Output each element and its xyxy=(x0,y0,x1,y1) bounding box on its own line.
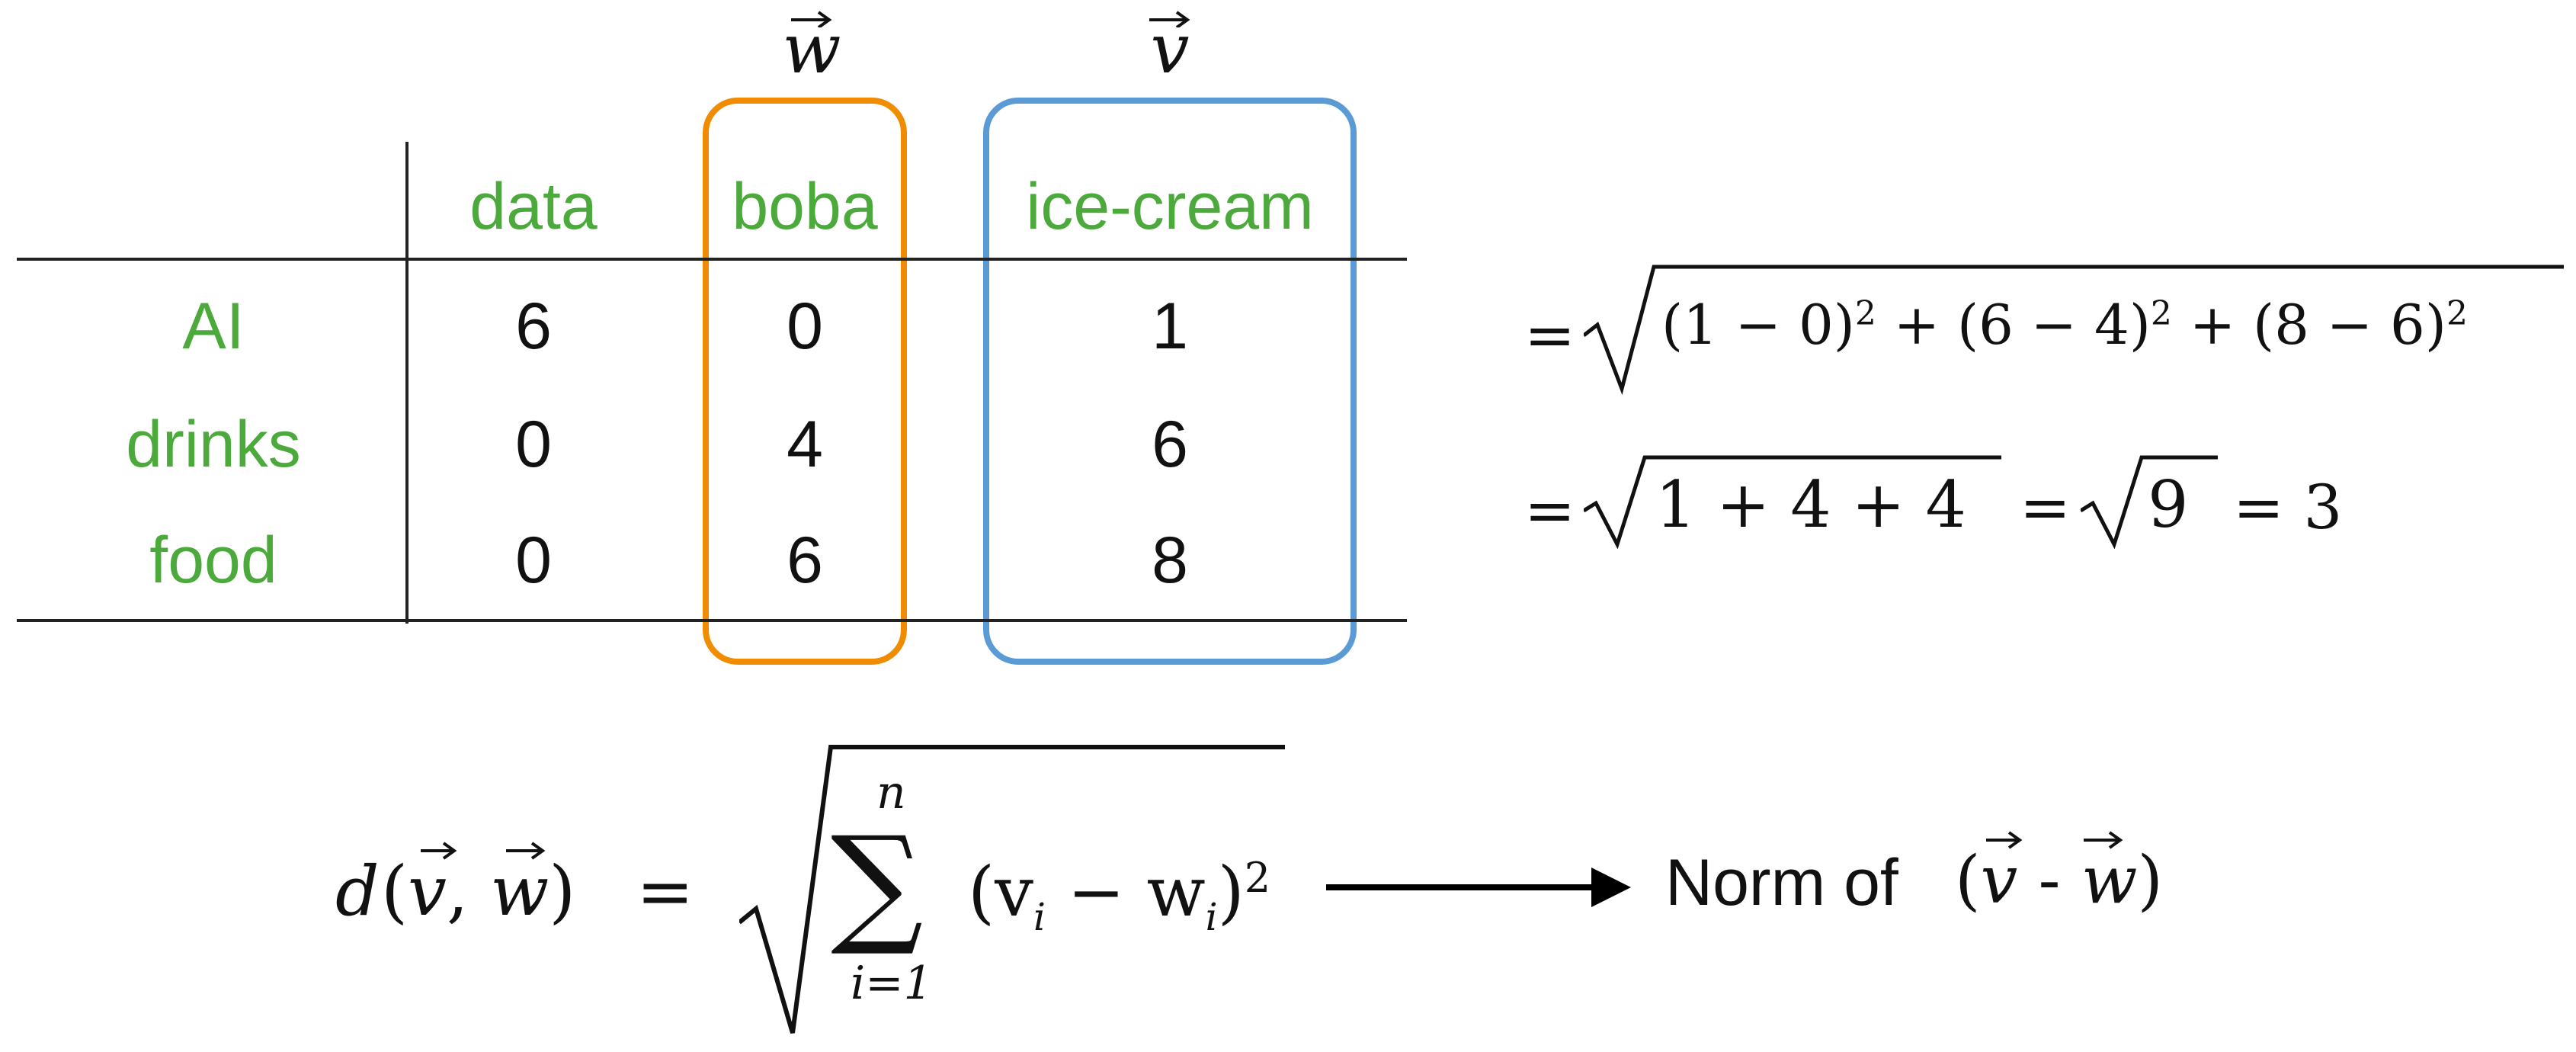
row-label-drinks: drinks xyxy=(126,408,301,481)
table-cell: 0 xyxy=(787,290,823,363)
column-header-data: data xyxy=(469,170,598,243)
w-vector-symbol: w xyxy=(782,9,841,89)
distance-formula: d (v, w) = n ∑ i=1 (vi − wi)2 xyxy=(335,717,1402,1037)
formula-args: (v, w) xyxy=(381,852,576,932)
table-vertical-divider xyxy=(405,142,409,624)
table-cell: 1 xyxy=(1152,290,1188,363)
table-cell: 6 xyxy=(1152,408,1188,481)
table-header-divider xyxy=(17,258,1407,261)
arrow-right-icon xyxy=(1591,868,1631,907)
vector-arrow-icon xyxy=(2084,831,2123,849)
column-header-boba: boba xyxy=(732,170,878,243)
sqrt-icon xyxy=(1584,265,2564,396)
sqrt-icon xyxy=(2081,455,2218,549)
vector-arrow-icon xyxy=(421,842,457,860)
table-bottom-border xyxy=(17,619,1407,622)
table-cell: 0 xyxy=(515,524,552,597)
norm-label: Norm of xyxy=(1665,846,1898,919)
norm-expression: (v - w) xyxy=(1955,842,2164,919)
table-cell: 6 xyxy=(515,290,552,363)
vector-arrow-icon xyxy=(1986,831,2023,849)
table-cell: 4 xyxy=(787,408,823,481)
column-header-ice-cream: ice-cream xyxy=(1026,170,1314,243)
vector-arrow-icon xyxy=(1149,11,1190,27)
calc-line-1: = (1 − 0)2 + (6 − 4)2 + (8 − 6)2 xyxy=(1524,259,2564,412)
sqrt-icon xyxy=(739,745,1285,1034)
row-label-ai: AI xyxy=(182,290,245,363)
table-cell: 6 xyxy=(787,524,823,597)
vector-arrow-icon xyxy=(506,842,546,860)
v-vector-symbol: v xyxy=(1136,11,1204,84)
w-column-highlight-box xyxy=(703,98,907,665)
vector-arrow-icon xyxy=(791,11,832,27)
v-column-highlight-box xyxy=(983,98,1357,665)
table-cell: 8 xyxy=(1152,524,1188,597)
table-cell: 0 xyxy=(515,408,552,481)
row-label-food: food xyxy=(149,524,277,597)
sqrt-icon xyxy=(1584,455,2001,549)
calc-line-2: = 1 + 4 + 4 = 9 = 3 xyxy=(1524,450,2439,556)
arrow-line xyxy=(1326,884,1593,890)
sigma-icon: ∑ xyxy=(831,809,924,960)
